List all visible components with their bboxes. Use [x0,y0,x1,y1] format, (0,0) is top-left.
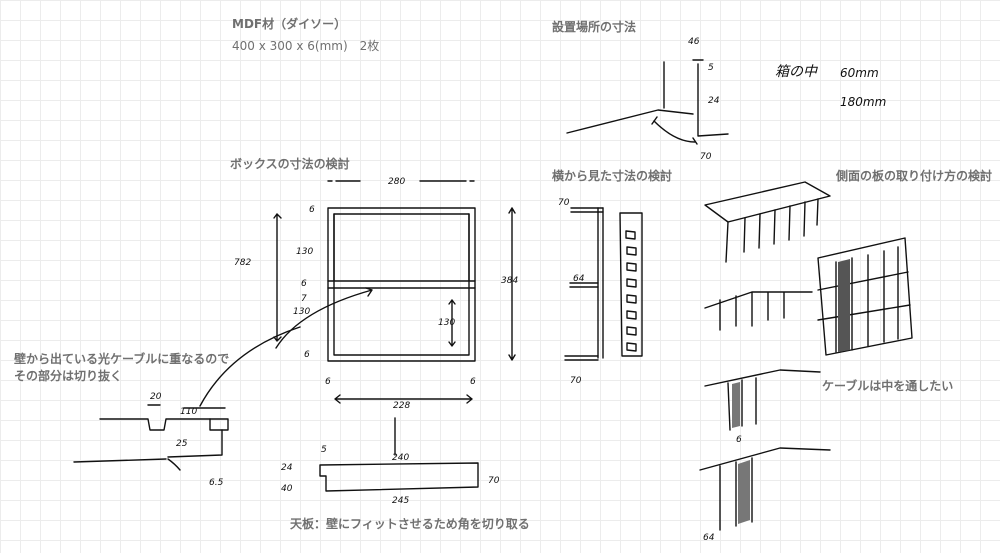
install-dim-d: 70 [700,152,712,162]
box-dim-left-a: 6 [309,205,315,215]
box-dim-left-g: 6 [304,350,310,360]
mount-dim-b: 64 [703,533,715,543]
plate-dim-left2: 40 [281,484,293,494]
plate-mark: 5 [321,445,327,455]
plate-dim-bottom: 245 [392,496,409,506]
install-dim-b: 5 [708,63,714,73]
side-view-label: 横から見た寸法の検討 [552,169,673,183]
plate-dim-left: 24 [281,463,293,473]
box-front-sketch: 280 228 6 782 130 6 7 130 6 384 130 6 6 [234,177,518,411]
material-spec: 400 x 300 x 6(mm) 2枚 [232,39,380,53]
install-note-1: 箱の中 [775,64,818,80]
box-corner-right: 6 [470,377,476,387]
box-dim-right: 384 [501,276,518,286]
cable-note-line-1: 壁から出ている光ケーブルに重なるので [14,352,230,366]
side-dim-bottom: 70 [570,376,582,386]
install-location-sketch: 46 5 24 70 箱の中 60mm 180mm [566,37,886,162]
cable-cutout-sketch: 20 110 25 6.5 [73,326,301,488]
install-dim-c: 24 [708,96,720,106]
top-plate-sketch: 240 245 24 40 70 5 [281,417,500,506]
side-mount-sketch: 6 64 [699,181,913,543]
box-dim-left-f: 130 [293,307,310,317]
cable-pass-label: ケーブルは中を通したい [822,379,954,393]
cut-dim-d: 6.5 [209,478,224,488]
material-title: MDF材（ダイソー） [232,17,347,31]
cable-note-line-2: その部分は切り抜く [14,369,123,383]
cut-dim-b: 110 [180,407,197,417]
box-dim-top: 280 [388,177,405,187]
side-dim-mid: 64 [573,274,585,284]
install-note-3: 180mm [840,95,886,109]
plate-dim-top: 240 [392,453,409,463]
cut-dim-c: 25 [176,439,188,449]
top-plate-label: 天板：壁にフィットさせるため角を切り取る [290,517,530,531]
box-dimensions-label: ボックスの寸法の検討 [230,157,350,171]
plate-dim-right: 70 [488,476,500,486]
mount-dim-a: 6 [736,435,742,445]
box-dim-left-b: 782 [234,258,251,268]
cut-dim-a: 20 [150,392,162,402]
install-dimensions-label: 設置場所の寸法 [552,20,637,34]
box-dim-bottom: 228 [393,401,410,411]
install-dim-a: 46 [688,37,700,47]
install-note-2: 60mm [840,66,879,80]
box-corner-left: 6 [325,377,331,387]
box-dim-left-d: 6 [301,279,307,289]
side-view-sketch: 70 64 70 [558,198,643,386]
box-dim-inner: 130 [438,318,455,328]
side-dim-top: 70 [558,198,570,208]
box-dim-left-e: 7 [301,294,307,304]
side-mount-label: 側面の板の取り付け方の検討 [836,169,993,183]
box-dim-left-c: 130 [296,247,313,257]
